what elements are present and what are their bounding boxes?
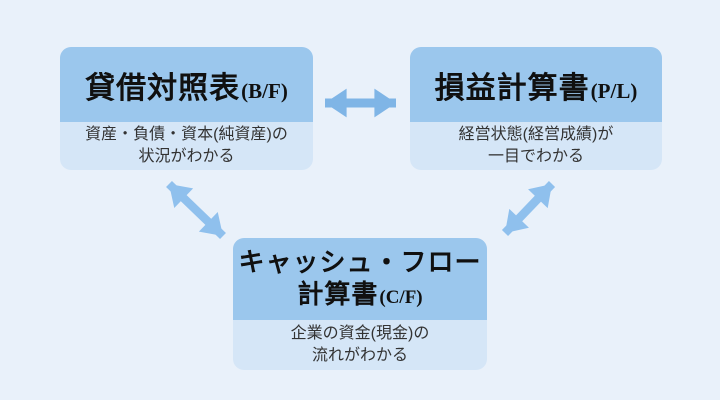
- balance-sheet-title: 貸借対照表: [85, 71, 241, 105]
- profit-and-loss-description: 経営状態(経営成績)が 一目でわかる: [410, 122, 662, 170]
- cash-flow-title-line2: 計算書: [297, 279, 379, 309]
- balance-sheet-description: 資産・負債・資本(純資産)の 状況がわかる: [60, 122, 313, 170]
- cash-flow-description-line1: 企業の資金(現金)の: [290, 325, 430, 343]
- balance-sheet-description-line2: 状況がわかる: [138, 148, 235, 165]
- profit-and-loss-title: 損益計算書: [434, 71, 590, 105]
- profit-and-loss-header: 損益計算書(P/L): [410, 47, 662, 122]
- profit-and-loss-description-line1: 経営状態(経営成績)が: [458, 126, 614, 144]
- cash-flow-description: 企業の資金(現金)の 流れがわかる: [233, 320, 487, 370]
- profit-and-loss-abbr: (P/L): [590, 78, 638, 103]
- balance-sheet-description-line1: 資産・負債・資本(純資産)の: [85, 126, 288, 144]
- profit-and-loss-description-line2: 一目でわかる: [487, 148, 584, 165]
- balance-sheet-box: 貸借対照表(B/F) 資産・負債・資本(純資産)の 状況がわかる: [60, 47, 313, 170]
- cash-flow-description-line2: 流れがわかる: [311, 347, 408, 364]
- profit-and-loss-box: 損益計算書(P/L) 経営状態(経営成績)が 一目でわかる: [410, 47, 662, 170]
- balance-sheet-header: 貸借対照表(B/F): [60, 47, 313, 122]
- cash-flow-title-line1: キャッシュ・フロー: [238, 247, 482, 278]
- cash-flow-header: キャッシュ・フロー 計算書(C/F): [233, 238, 487, 320]
- arrow-profit-cashflow-double-arrow-icon: [501, 181, 556, 236]
- cash-flow-abbr: (C/F): [379, 287, 423, 308]
- balance-sheet-abbr: (B/F): [241, 78, 288, 103]
- cash-flow-box: キャッシュ・フロー 計算書(C/F) 企業の資金(現金)の 流れがわかる: [233, 238, 487, 370]
- arrow-balance-cashflow-double-arrow-icon: [166, 180, 226, 240]
